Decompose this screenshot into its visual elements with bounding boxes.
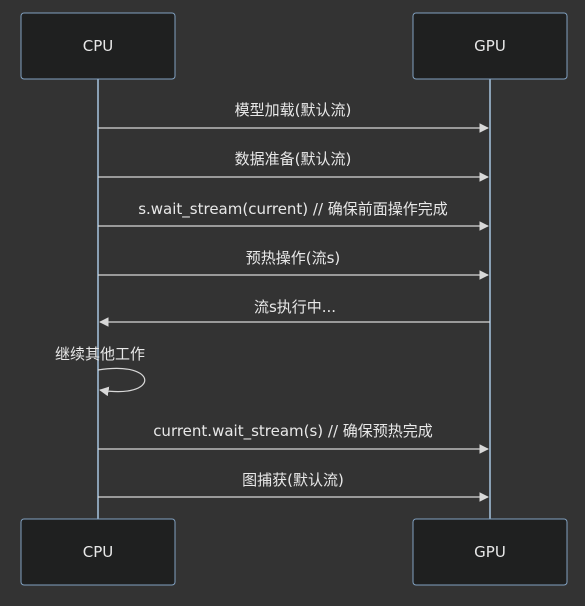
- cpu-actor-top: CPU: [20, 12, 176, 80]
- message-graph-capture: 图捕获(默认流): [98, 471, 489, 502]
- message-data-prep: 数据准备(默认流): [98, 150, 489, 182]
- message-stream-running-label: 流s执行中...: [254, 298, 336, 316]
- cpu-actor-bottom: CPU: [20, 518, 176, 586]
- message-data-prep-label: 数据准备(默认流): [235, 150, 352, 168]
- message-wait-stream-s: current.wait_stream(s) // 确保预热完成: [98, 422, 489, 454]
- gpu-actor-bottom-label: GPU: [474, 543, 506, 561]
- gpu-actor-top-label: GPU: [474, 37, 506, 55]
- message-wait-stream-current: s.wait_stream(current) // 确保前面操作完成: [98, 200, 489, 231]
- gpu-actor-bottom: GPU: [412, 518, 568, 586]
- message-model-load: 模型加载(默认流): [98, 101, 489, 133]
- cpu-actor-bottom-label: CPU: [83, 543, 114, 561]
- message-stream-running: 流s执行中...: [99, 298, 490, 327]
- message-warmup: 预热操作(流s): [98, 249, 489, 280]
- cpu-actor-top-label: CPU: [83, 37, 114, 55]
- message-model-load-label: 模型加载(默认流): [235, 101, 352, 119]
- gpu-actor-top: GPU: [412, 12, 568, 80]
- message-continue-work-label: 继续其他工作: [55, 345, 145, 363]
- message-wait-stream-current-label: s.wait_stream(current) // 确保前面操作完成: [138, 200, 448, 219]
- message-graph-capture-label: 图捕获(默认流): [242, 471, 344, 489]
- message-wait-stream-s-label: current.wait_stream(s) // 确保预热完成: [153, 422, 433, 441]
- message-continue-work: 继续其他工作: [55, 345, 146, 397]
- message-continue-work-loop: [97, 367, 146, 397]
- message-warmup-label: 预热操作(流s): [246, 249, 341, 267]
